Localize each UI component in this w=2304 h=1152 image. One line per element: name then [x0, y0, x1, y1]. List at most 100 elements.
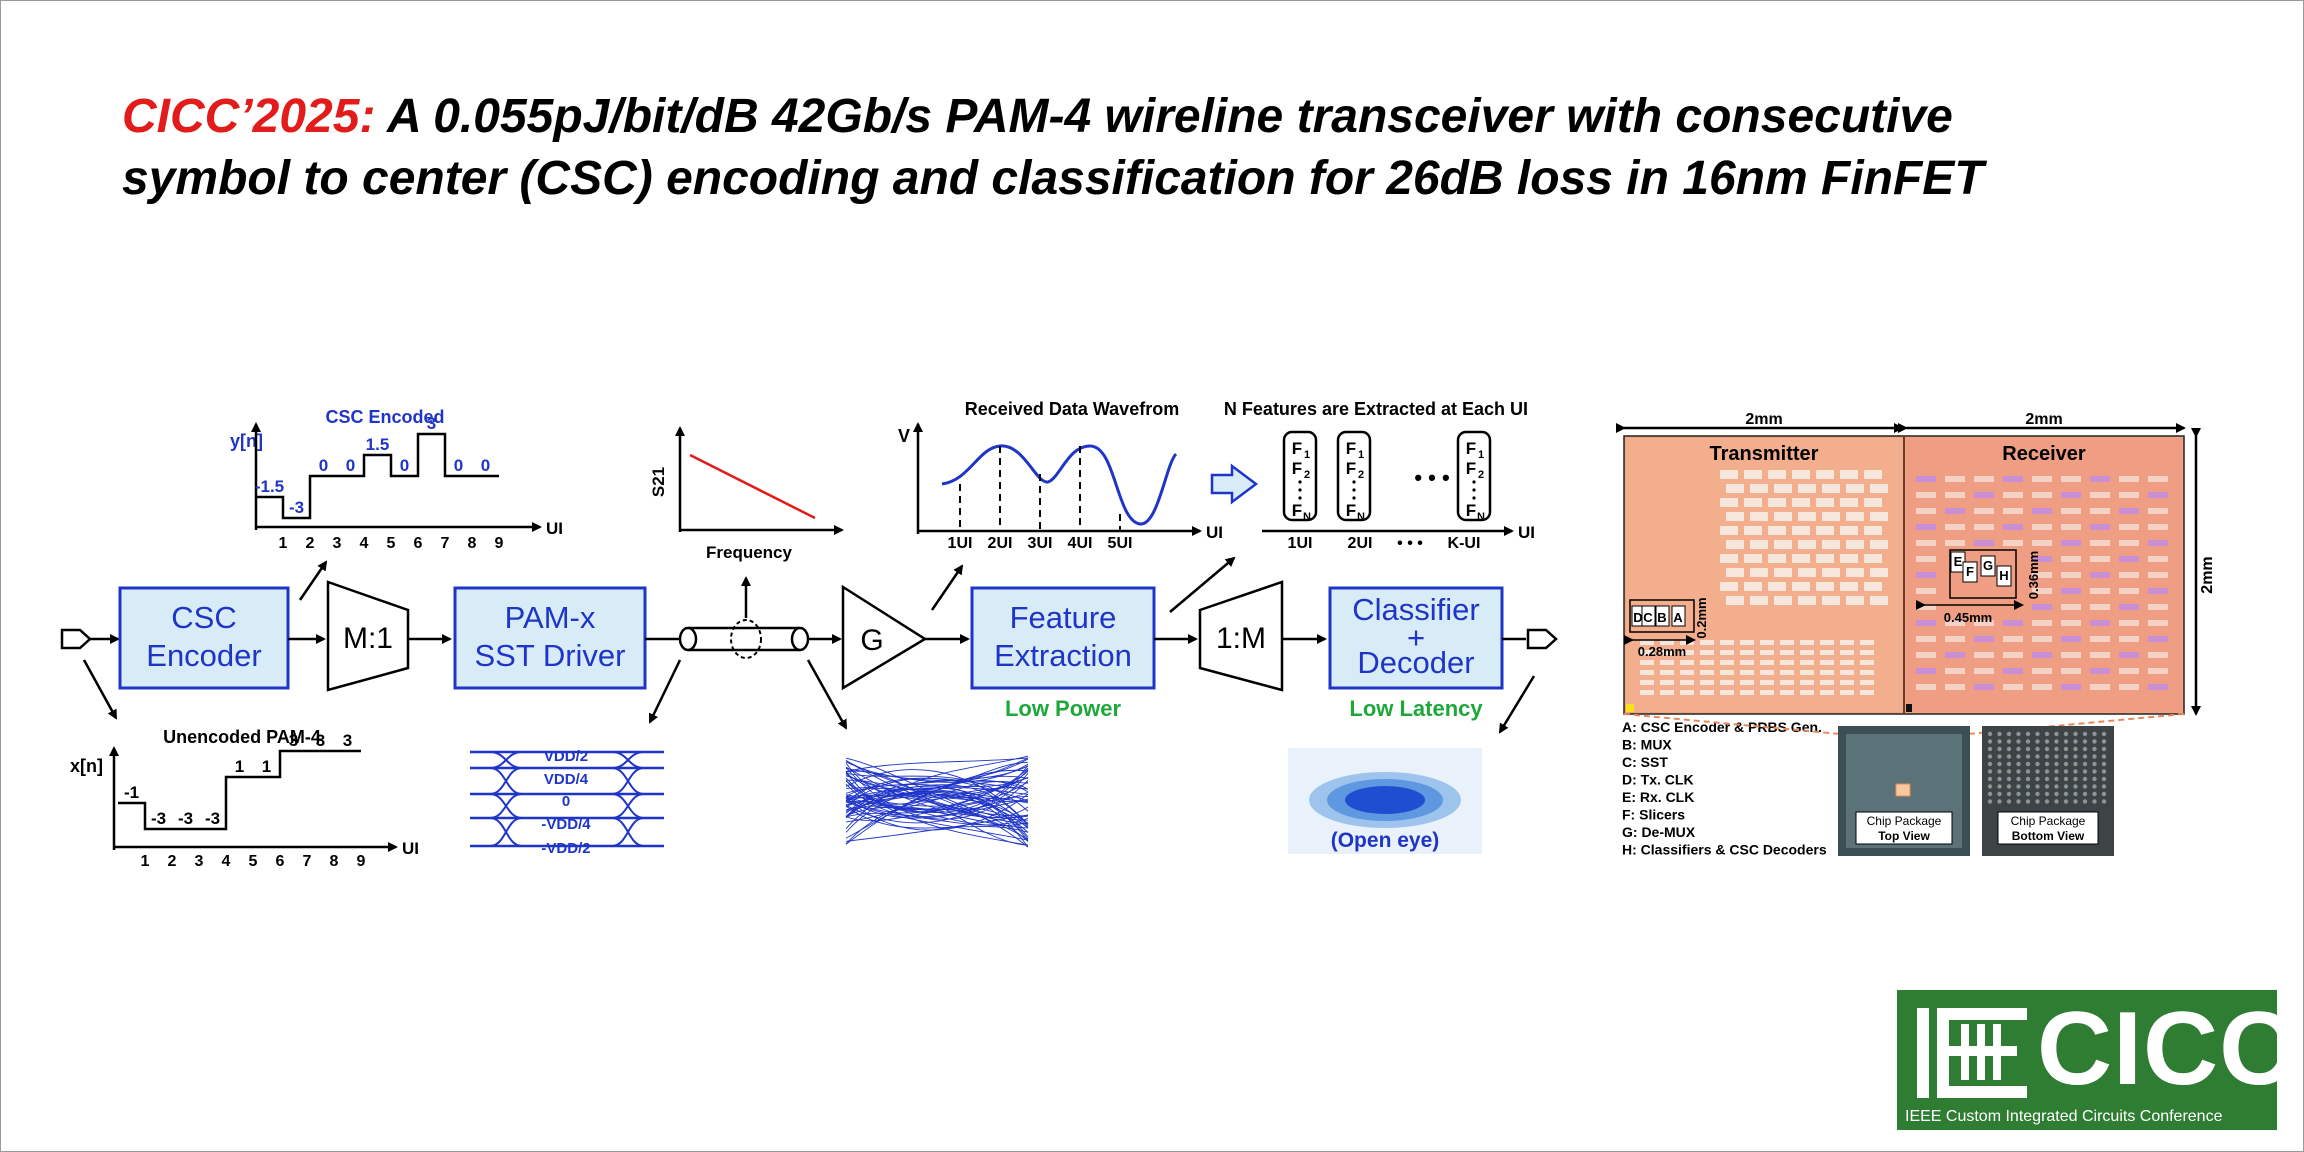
tx-layout-cell	[1870, 596, 1888, 605]
bga-ball	[2063, 791, 2069, 797]
gain-amplifier-icon	[841, 584, 928, 691]
signal-chain: CSC Encoder M:1 PAM-x SST Driver G Featu…	[60, 556, 1558, 734]
tx-layout-cell	[1768, 526, 1786, 535]
csc-tick-label: 2	[306, 535, 315, 552]
rx-layout-cell	[2032, 636, 2052, 642]
csc-tick-label: 9	[495, 535, 504, 552]
tx-layout-cell	[1726, 540, 1744, 549]
csc-value-label: 1.5	[366, 435, 390, 454]
pam-tick-label: 3	[195, 853, 204, 870]
tx-block-cell	[1671, 605, 1686, 627]
rx-layout-cell	[2119, 684, 2139, 690]
bga-ball	[2006, 799, 2012, 804]
feature-symbol: F	[1346, 459, 1356, 478]
bga-ball	[2073, 746, 2078, 752]
tx-dim-h: 0.2mm	[1694, 597, 1709, 638]
rx-layout-cell	[2119, 492, 2139, 498]
rx-layout-cell	[2061, 652, 2081, 658]
rx-layout-cell	[2119, 572, 2139, 578]
eye-transition	[611, 793, 645, 819]
tx-layout-cell	[1822, 512, 1840, 521]
tx-layout-cell	[1726, 568, 1744, 577]
feature-symbol: F	[1466, 501, 1476, 520]
tx-layout-cell	[1846, 568, 1864, 577]
bga-ball	[2101, 761, 2107, 767]
rx-layout-cell	[2061, 524, 2081, 530]
feature-dot	[1352, 488, 1356, 492]
wave-plot-xlabel: UI	[1206, 523, 1223, 542]
tx-layout-cell	[1870, 512, 1888, 521]
tx-layout-cell	[1774, 512, 1792, 521]
feature-dot	[1352, 496, 1356, 500]
tx-layout-cell	[1820, 660, 1834, 665]
bga-ball	[2006, 776, 2012, 782]
feature-dot	[1472, 480, 1476, 484]
rx-layout-cell	[2148, 540, 2168, 546]
rx-block-letter: H	[1999, 568, 2008, 583]
bga-ball	[2006, 784, 2012, 789]
tx-layout-cell	[1744, 498, 1762, 507]
pam-value-label: -3	[178, 809, 193, 828]
rx-layout-cell	[2119, 652, 2139, 658]
feature-subscript: 2	[1304, 469, 1310, 481]
bga-ball	[2044, 791, 2050, 797]
tx-layout-cell	[1798, 568, 1816, 577]
driver-label-2: SST Driver	[474, 638, 625, 673]
pam-tick-label: 5	[249, 853, 258, 870]
tx-layout-cell	[1860, 640, 1874, 645]
pam-step-line	[118, 749, 361, 831]
rx-layout-cell	[2003, 476, 2023, 482]
feature-dot	[1352, 480, 1356, 484]
tx-layout-cell	[1840, 498, 1858, 507]
tx-layout-cell	[1720, 690, 1734, 695]
bga-ball	[1987, 784, 1993, 789]
tx-layout-cell	[1800, 650, 1814, 655]
bga-ball	[2082, 754, 2088, 759]
bga-ball	[1997, 746, 2002, 752]
pam-tick-label: 2	[168, 853, 177, 870]
rx-layout-cell	[1945, 636, 1965, 642]
pam-value-label: -1	[124, 783, 139, 802]
bga-ball	[2054, 739, 2059, 744]
pam-tick-label: 9	[357, 853, 366, 870]
tx-layout-cell	[1822, 596, 1840, 605]
rx-layout-cell	[2148, 684, 2168, 690]
bga-ball	[2101, 746, 2107, 752]
rx-layout-cell	[1974, 524, 1994, 530]
rx-layout-cell	[2003, 652, 2023, 658]
wave-plot-ylabel: V	[898, 426, 910, 446]
tx-layout-cell	[1840, 582, 1858, 591]
rx-layout-cell	[2148, 588, 2168, 594]
venue-label: CICC’2025:	[122, 90, 376, 143]
open-eye-diagram: (Open eye)	[1288, 748, 1482, 854]
pad-marker	[1906, 704, 1912, 712]
bga-ball	[2044, 769, 2050, 774]
tx-layout-cell	[1816, 498, 1834, 507]
pam-value-label: 3	[316, 731, 325, 750]
features-ellipsis: • • •	[1414, 465, 1449, 490]
rx-layout-cell	[2061, 556, 2081, 562]
rx-layout-cell	[2032, 572, 2052, 578]
closed-eye-trace	[845, 787, 1029, 833]
rx-layout-cell	[2119, 540, 2139, 546]
bga-ball	[2025, 761, 2031, 767]
eye-transition	[611, 751, 645, 769]
bga-ball	[1997, 761, 2002, 767]
bga-ball	[2035, 769, 2040, 774]
feature-dot	[1298, 488, 1302, 492]
tx-layout-cell	[1800, 660, 1814, 665]
unencoded-pam4-plot: Unencoded PAM-4 x[n] UI -11-32-33-341516…	[70, 727, 419, 870]
logo-name: CICC	[2037, 991, 2296, 1107]
tx-layout-cell	[1822, 484, 1840, 493]
rx-layout-cell	[2032, 476, 2052, 482]
rx-layout-cell	[2003, 684, 2023, 690]
rx-layout-cell	[2090, 668, 2110, 674]
bga-ball	[2101, 731, 2107, 737]
feature-symbol: F	[1292, 439, 1302, 458]
csc-plot-xlabel: UI	[546, 519, 563, 538]
rx-layout-cell	[2148, 508, 2168, 514]
